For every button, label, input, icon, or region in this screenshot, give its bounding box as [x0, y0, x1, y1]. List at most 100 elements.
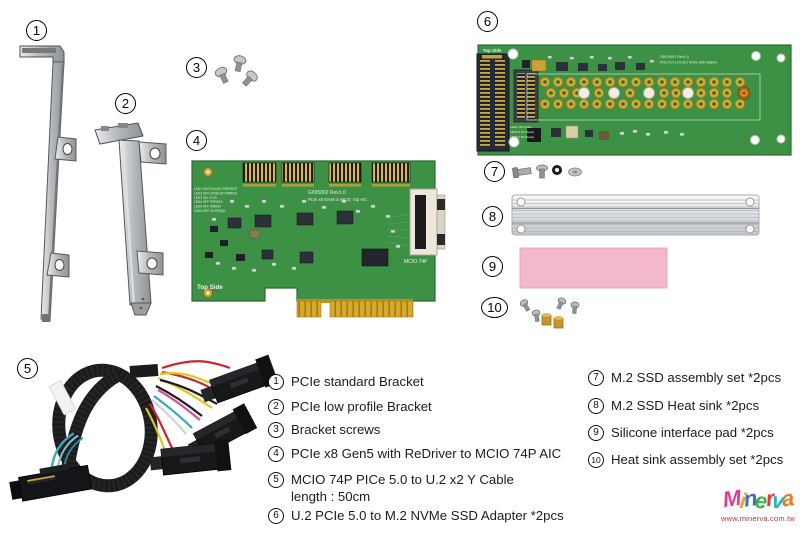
card-led-legend: LED1 ON PCIe AIC PRESENT LED2 ON 0.8V&0.… — [194, 187, 238, 213]
u2-to-m2-adapter-card: Top Side GB29501 Rev1.0 PCIe 5.0 U.2 to … — [476, 44, 792, 156]
adapter-led-legend: LED1 ON Active LED2 3.3V Ready LED3 1.8V… — [510, 125, 535, 139]
callout-6: 6 — [477, 11, 498, 32]
mcio-u2-y-cable — [9, 354, 279, 502]
legend-num-9: 9 — [588, 425, 604, 441]
legend-label-6: U.2 PCIe 5.0 to M.2 NVMe SSD Adapter *2p… — [291, 508, 564, 523]
u2-connector — [476, 53, 510, 152]
u2-cable-connector-2 — [187, 403, 258, 456]
m2-mount-point — [643, 87, 655, 99]
legend-label-8: M.2 SSD Heat sink *2pcs — [611, 398, 760, 413]
legend-num-8: 8 — [588, 398, 604, 414]
bracket1-screw-hole — [62, 143, 73, 155]
legend-item-2: 2 PCIe low profile Bracket — [268, 399, 432, 415]
adapter-model-text: GB29501 Rev1.0 — [660, 55, 689, 59]
adapter-mount-hole — [776, 53, 786, 63]
svg-text:LED2 3.3V Ready: LED2 3.3V Ready — [510, 130, 535, 134]
pcie-low-profile-bracket — [94, 122, 167, 316]
bracket1-top-fold — [22, 48, 56, 53]
card-model-text: G695802 Rev1.0 — [308, 190, 346, 196]
svg-text:LED4 OFF PERST#: LED4 OFF PERST# — [194, 200, 223, 204]
u2-cable-connector-3 — [149, 439, 232, 476]
pcie-gold-fingers — [296, 299, 414, 318]
bracket2-screw-hole — [146, 257, 158, 270]
cable-braided-loop — [52, 363, 158, 493]
legend-label-2: PCIe low profile Bracket — [291, 399, 432, 414]
brass-standoff — [541, 313, 552, 326]
assembly-washer — [568, 167, 582, 177]
adapter-mount-hole — [507, 48, 519, 60]
adapter-subtitle-text: PCIe 5.0 U.2 to M.2 NVMe SSD Adapter — [660, 61, 718, 65]
legend-label-4: PCIe x8 Gen5 with ReDriver to MCIO 74P A… — [291, 446, 562, 461]
callout-7: 7 — [484, 161, 505, 182]
m2-mount-point — [608, 87, 620, 99]
cable-wire-fan — [145, 360, 231, 451]
bracket-screws — [214, 55, 258, 87]
mcio-74p-connector — [409, 188, 446, 256]
heatsink-hole — [516, 197, 526, 207]
legend-label-5: MCIO 74P PICe 5.0 to U.2 x2 Y Cable — [291, 472, 514, 487]
m2-assembly-set — [512, 164, 582, 179]
silicone-interface-pad — [519, 247, 668, 289]
svg-text:LED1 ON Active: LED1 ON Active — [510, 125, 532, 129]
callout-10: 10 — [481, 297, 508, 318]
legend-item-7: 7 M.2 SSD assembly set *2pcs — [588, 370, 781, 386]
m2-heat-sink — [511, 194, 760, 236]
adapter-mount-hole — [508, 136, 520, 148]
callout-5: 5 — [17, 358, 38, 379]
svg-text:LED1 ON PCIe AIC PRESENT: LED1 ON PCIe AIC PRESENT — [194, 187, 238, 191]
adapter-mount-hole — [750, 135, 760, 145]
card-subtitle-text: PCIe x8 Gen5 to MCIO 74p AIC — [308, 197, 367, 202]
pcie-x8-gen5-aic-card: G695802 Rev1.0 PCIe x8 Gen5 to MCIO 74p … — [191, 160, 446, 318]
legend-label-1: PCIe standard Bracket — [291, 374, 424, 389]
legend-num-4: 4 — [268, 446, 284, 462]
adapter-top-side-label: Top Side — [483, 48, 502, 53]
m2-socket — [513, 69, 539, 123]
bracket2-screw-hole — [149, 147, 161, 160]
assembly-screw — [512, 167, 532, 179]
logo-letter: a — [780, 485, 795, 512]
legend-item-6: 6 U.2 PCIe 5.0 to M.2 NVMe SSD Adapter *… — [268, 508, 564, 524]
legend-label-5-line2: length : 50cm — [291, 489, 371, 504]
assembly-screw — [536, 164, 548, 179]
adapter-mount-hole — [776, 134, 786, 144]
svg-text:LED6 OFF CLKREQ#: LED6 OFF CLKREQ# — [194, 209, 225, 213]
legend-item-8: 8 M.2 SSD Heat sink *2pcs — [588, 398, 759, 414]
card-components — [205, 199, 409, 272]
minerva-wordmark: Minerva — [714, 485, 800, 514]
heatsink-ridges — [512, 199, 759, 232]
heatsink-hole — [516, 224, 526, 234]
mcio-top-connectors — [242, 162, 411, 187]
legend-label-3: Bracket screws — [291, 422, 381, 437]
legend-num-7: 7 — [588, 370, 604, 386]
callout-2: 2 — [115, 93, 136, 114]
callout-3: 3 — [186, 57, 207, 78]
legend-item-9: 9 Silicone interface pad *2pcs — [588, 425, 774, 441]
legend-num-6: 6 — [268, 508, 284, 524]
legend-num-2: 2 — [268, 399, 284, 415]
card-top-side-label: Top Side — [197, 284, 223, 291]
assembly-nut — [552, 165, 562, 175]
brass-standoff — [553, 316, 564, 329]
bracket1-screw-hole — [54, 259, 65, 271]
m2-standoff-pad-band — [526, 73, 761, 121]
svg-text:LED3 ON +3.3V: LED3 ON +3.3V — [194, 196, 218, 200]
m2-mount-point — [682, 87, 694, 99]
mcio-cable-plug — [9, 432, 93, 502]
legend-item-10: 10 Heat sink assembly set *2pcs — [588, 452, 783, 468]
legend-num-3: 3 — [268, 422, 284, 438]
adapter-mount-hole — [751, 51, 761, 61]
adapter-components — [522, 55, 685, 142]
heatsink-hole — [745, 224, 755, 234]
brass-standoff-installed — [737, 86, 751, 100]
legend-label-7: M.2 SSD assembly set *2pcs — [611, 370, 782, 385]
legend-num-10: 10 — [588, 452, 604, 468]
callout-8: 8 — [482, 206, 503, 227]
legend-item-4: 4 PCIe x8 Gen5 with ReDriver to MCIO 74P… — [268, 446, 561, 462]
mcio-connector-label: MCIO 74P — [404, 259, 428, 265]
svg-text:LED2 ON 0.8V&0.9V PWRGD: LED2 ON 0.8V&0.9V PWRGD — [194, 191, 238, 195]
legend-num-1: 1 — [268, 374, 284, 390]
legend-item-3: 3 Bracket screws — [268, 422, 380, 438]
svg-text:LED5 OFF WAKE#: LED5 OFF WAKE# — [194, 205, 221, 209]
